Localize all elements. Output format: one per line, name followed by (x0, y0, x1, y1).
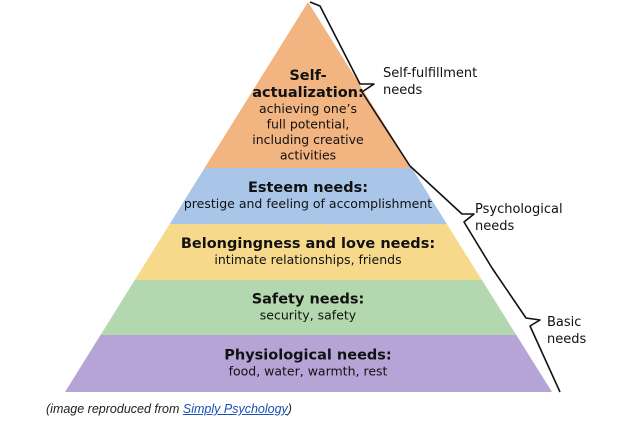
tier-physiological (65, 335, 552, 392)
tier-self-actualization-title: Self- (289, 68, 326, 84)
tier-self-actualization-title: actualization: (252, 85, 364, 101)
tier-belongingness-description: intimate relationships, friends (214, 252, 401, 267)
tier-safety-description: security, safety (260, 307, 357, 322)
group-label-self-fulfillment: Self-fulfillment (383, 66, 477, 81)
group-label-psychological: needs (475, 219, 514, 234)
group-label-self-fulfillment: needs (383, 83, 422, 98)
group-label-basic: needs (547, 332, 586, 347)
group-label-psychological: Psychological (475, 202, 563, 217)
group-label-basic: Basic (547, 315, 581, 330)
tier-esteem-title: Esteem needs: (248, 180, 368, 196)
tier-physiological-title: Physiological needs: (224, 347, 391, 363)
tier-self-actualization-description: full potential, (267, 117, 350, 132)
tier-belongingness-title: Belongingness and love needs: (181, 236, 435, 252)
tier-physiological-description: food, water, warmth, rest (229, 363, 388, 378)
simply-psychology-link[interactable]: Simply Psychology (182, 402, 288, 416)
tier-belongingness (134, 224, 482, 280)
bracket-psychological (409, 165, 493, 269)
tier-self-actualization-description: achieving one’s (259, 101, 357, 116)
tier-esteem (169, 168, 447, 224)
tier-safety-title: Safety needs: (252, 291, 365, 307)
bracket-self-fulfillment (309, 1, 411, 167)
caption-prefix: (image reproduced from (46, 402, 183, 416)
tier-self-actualization (204, 2, 412, 168)
caption-suffix: ) (287, 402, 292, 416)
tier-safety (100, 280, 517, 335)
bracket-basic (491, 267, 561, 393)
tier-self-actualization-description: including creative (252, 132, 364, 147)
image-caption: (image reproduced from Simply Psychology… (46, 402, 292, 416)
tier-self-actualization-description: activities (280, 148, 336, 163)
tier-esteem-description: prestige and feeling of accomplishment (184, 196, 432, 211)
